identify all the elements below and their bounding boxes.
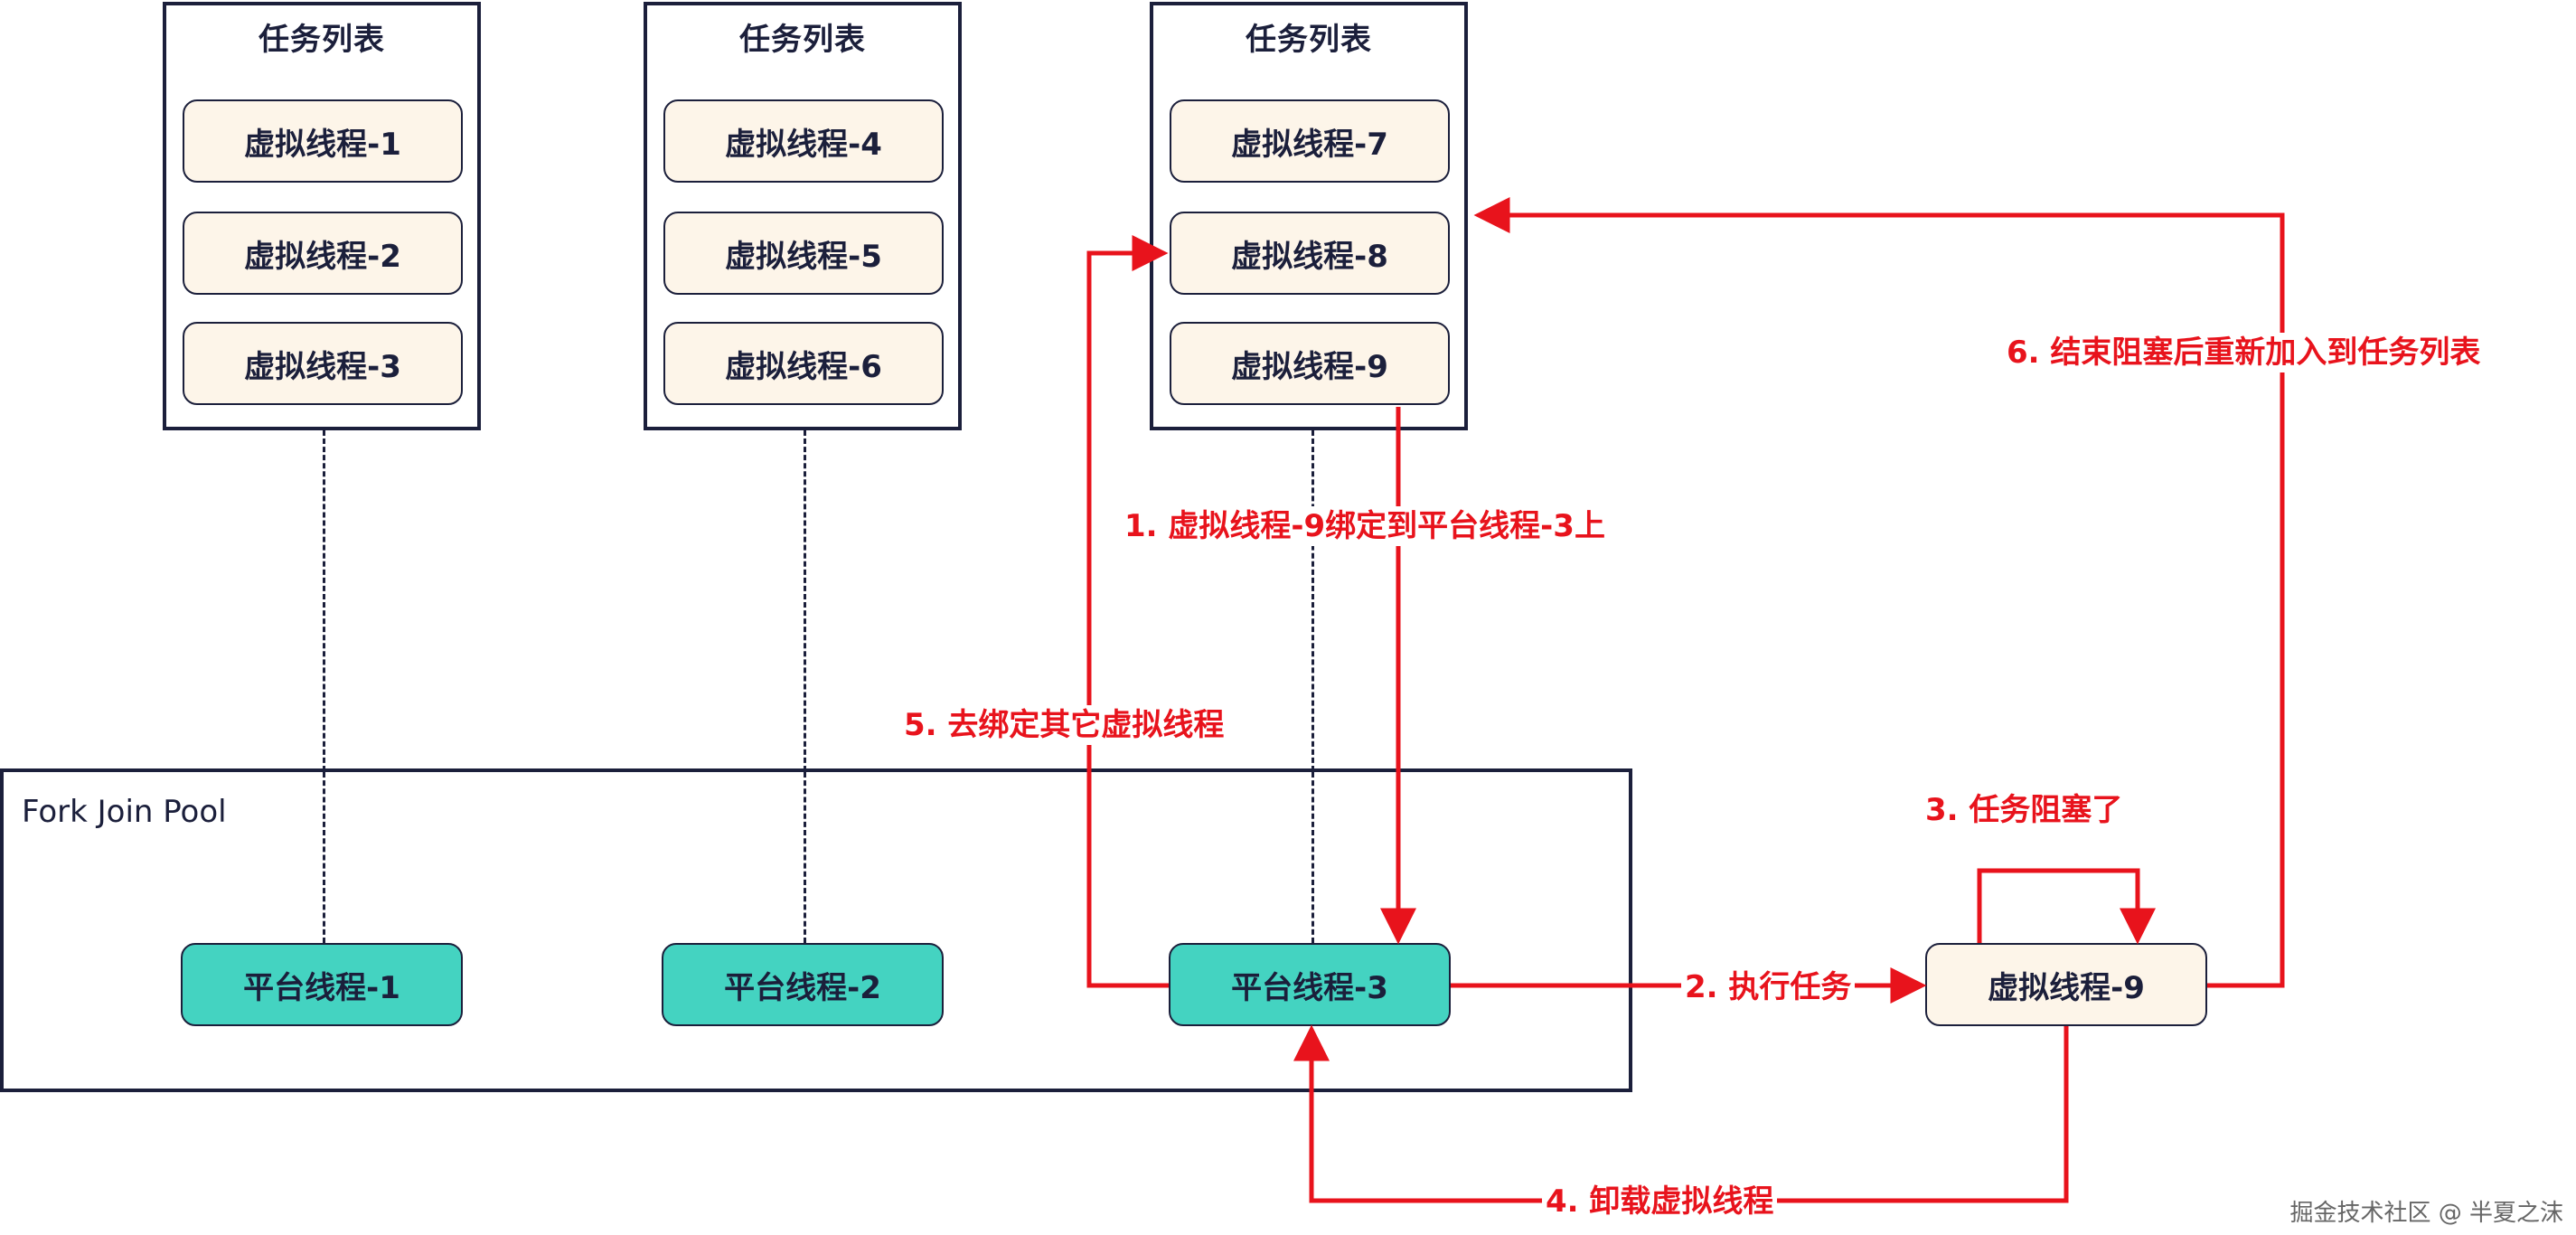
step-3-label: 3. 任务阻塞了 xyxy=(1922,790,2127,830)
dashed-connector-1-in-pool xyxy=(323,772,325,943)
virtual-thread-3: 虚拟线程-3 xyxy=(183,322,463,405)
dashed-connector-2 xyxy=(804,430,806,943)
virtual-thread-8: 虚拟线程-8 xyxy=(1170,212,1450,295)
virtual-thread-5: 虚拟线程-5 xyxy=(663,212,944,295)
dashed-connector-1 xyxy=(323,430,325,943)
step-4-label: 4. 卸载虚拟线程 xyxy=(1542,1182,1778,1221)
step-5-label: 5. 去绑定其它虚拟线程 xyxy=(900,705,1228,745)
task-list-title: 任务列表 xyxy=(259,22,385,58)
fork-join-pool: Fork Join Pool xyxy=(0,768,1632,1092)
step-6-label: 6. 结束阻塞后重新加入到任务列表 xyxy=(2003,333,2485,372)
watermark: 掘金技术社区 @ 半夏之沫 xyxy=(2289,1200,2563,1227)
dashed-connector-3-in-pool xyxy=(1312,772,1314,943)
virtual-thread-6: 虚拟线程-6 xyxy=(663,322,944,405)
platform-thread-2: 平台线程-2 xyxy=(662,943,944,1026)
pool-title: Fork Join Pool xyxy=(22,794,227,830)
task-list-title: 任务列表 xyxy=(739,22,866,58)
task-list-2: 任务列表 虚拟线程-4 虚拟线程-5 虚拟线程-6 xyxy=(644,2,962,430)
virtual-thread-2: 虚拟线程-2 xyxy=(183,212,463,295)
task-list-3: 任务列表 虚拟线程-7 虚拟线程-8 虚拟线程-9 xyxy=(1150,2,1468,430)
virtual-thread-4: 虚拟线程-4 xyxy=(663,99,944,183)
task-list-1: 任务列表 虚拟线程-1 虚拟线程-2 虚拟线程-3 xyxy=(163,2,481,430)
platform-thread-1: 平台线程-1 xyxy=(181,943,463,1026)
arrow-step-5 xyxy=(1086,235,1169,988)
virtual-thread-1: 虚拟线程-1 xyxy=(183,99,463,183)
arrow-step-6 xyxy=(1473,197,2285,988)
virtual-thread-7: 虚拟线程-7 xyxy=(1170,99,1450,183)
dashed-connector-2-in-pool xyxy=(804,772,806,943)
arrow-step-3 xyxy=(1977,868,2156,945)
arrow-step-4 xyxy=(1293,1024,2069,1203)
dashed-connector-3 xyxy=(1312,430,1314,943)
virtual-thread-9: 虚拟线程-9 xyxy=(1170,322,1450,405)
step-1-label: 1. 虚拟线程-9绑定到平台线程-3上 xyxy=(1121,506,1609,546)
task-list-title: 任务列表 xyxy=(1246,22,1372,58)
step-2-label: 2. 执行任务 xyxy=(1681,967,1856,1007)
